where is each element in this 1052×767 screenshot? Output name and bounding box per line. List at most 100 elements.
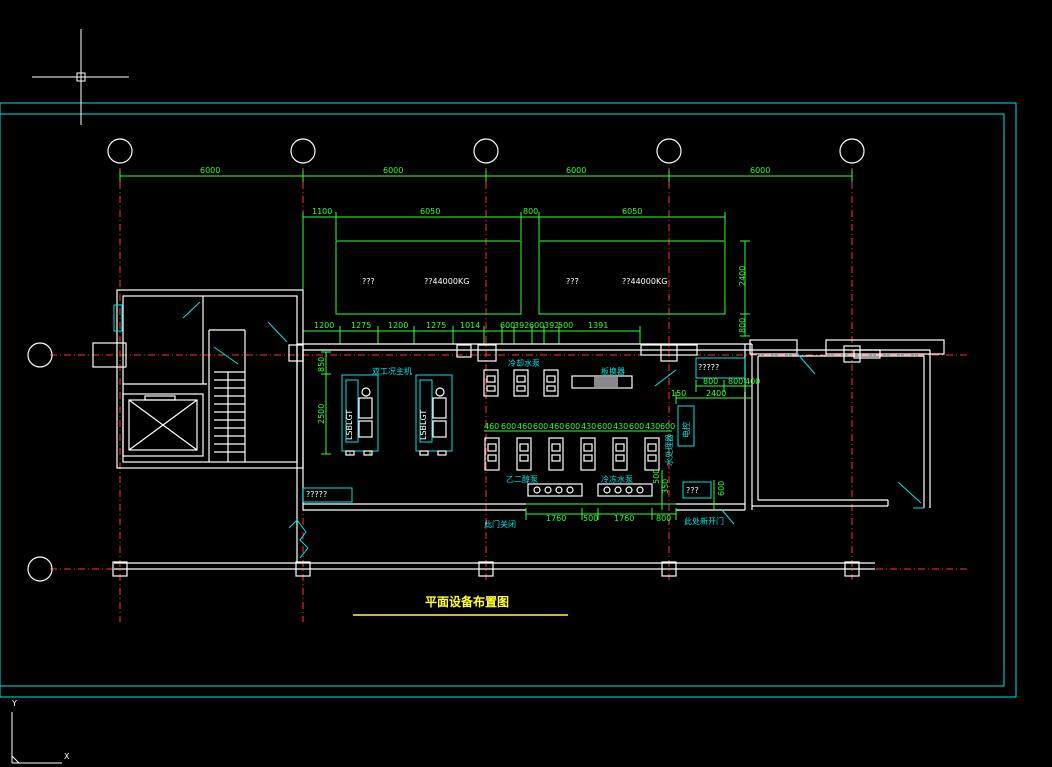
- equip-dim-3: 1200: [388, 321, 408, 330]
- stair-core: [92, 289, 304, 469]
- pump-dim-1: 460: [484, 422, 499, 431]
- grid-dim-2: 6000: [383, 166, 403, 175]
- chilled-pump-3[interactable]: [644, 437, 660, 471]
- heat-exchanger-label: 板换器: [601, 366, 625, 376]
- tank-left-label-b: ??44000KG: [424, 277, 469, 286]
- bottom-dim-2: 500: [583, 514, 598, 523]
- bottom-dim-1: 1760: [546, 514, 566, 523]
- right-vdim-3: 600: [717, 481, 726, 496]
- pump-dim-7: 430: [581, 422, 596, 431]
- equip-dim-6: 600: [500, 321, 515, 330]
- grid-dim-1: 6000: [200, 166, 220, 175]
- bottom-dim-3: 1760: [614, 514, 634, 523]
- chiller-2-tag: LSBLGT: [419, 410, 428, 440]
- pump-dim-10: 600: [629, 422, 644, 431]
- chilled-pump-2[interactable]: [612, 437, 628, 471]
- chiller-1[interactable]: [341, 374, 379, 456]
- equip-dim-11: 1391: [588, 321, 608, 330]
- glycol-manifold[interactable]: [527, 483, 583, 497]
- tank-right-label-b: ??44000KG: [622, 277, 667, 286]
- corner-box[interactable]: [682, 481, 712, 499]
- chilled-pump-label: 冷冻水泵: [601, 474, 633, 484]
- pump-dim-11: 430: [645, 422, 660, 431]
- tank-left-label-a: ???: [362, 277, 375, 286]
- chiller-1-tag: LSBLGT: [345, 410, 354, 440]
- pump-dim-2: 600: [501, 422, 516, 431]
- tank-dim-2: 6050: [420, 207, 440, 216]
- control-cabinet-label: 电控: [681, 422, 691, 438]
- chilled-manifold[interactable]: [597, 483, 653, 497]
- tank-dim-3: 800: [523, 207, 538, 216]
- left-vertical-dims: [321, 351, 331, 455]
- drawing-title: 平面设备布置图: [425, 594, 509, 609]
- new-door: [721, 509, 735, 525]
- tank-dim-1: 1100: [312, 207, 332, 216]
- right-dim-4: 2400: [706, 389, 726, 398]
- right-vertical-dims: [661, 470, 715, 510]
- outer-frame: [0, 102, 1017, 698]
- glycol-pump-2[interactable]: [516, 437, 532, 471]
- axis-lines: [50, 168, 968, 622]
- equipment-dimension-line: [303, 326, 641, 344]
- tank-dim-gap: 800: [738, 318, 747, 333]
- chiller-2[interactable]: [415, 374, 453, 456]
- control-cabinet[interactable]: [677, 405, 695, 447]
- tank-dim-4: 6050: [622, 207, 642, 216]
- right-dim-5: 150: [671, 389, 686, 398]
- tank-dim-height: 2400: [738, 266, 747, 286]
- right-dim-3: 400: [745, 377, 760, 386]
- pump-dim-9: 430: [613, 422, 628, 431]
- equip-dim-4: 1275: [426, 321, 446, 330]
- cooling-pump-1[interactable]: [483, 369, 499, 397]
- pump-dim-5: 460: [549, 422, 564, 431]
- cooling-pump-label: 冷却水泵: [508, 358, 540, 368]
- tank-right[interactable]: [538, 240, 726, 315]
- ucs-y-label: Y: [11, 699, 17, 708]
- left-vdim-2: 2500: [317, 404, 326, 424]
- cooling-pump-3[interactable]: [543, 369, 559, 397]
- right-doors: [654, 351, 924, 509]
- glycol-pump-3[interactable]: [548, 437, 564, 471]
- axis-bubbles: [27, 138, 865, 582]
- grid-dim-4: 6000: [750, 166, 770, 175]
- equip-dim-7: 392: [514, 321, 529, 330]
- heat-exchanger[interactable]: [571, 375, 633, 389]
- door-left-label: 此门关闭: [484, 519, 516, 529]
- cooling-pump-2[interactable]: [513, 369, 529, 397]
- top-right-cabinet[interactable]: [695, 357, 746, 379]
- equip-dim-1: 1200: [314, 321, 334, 330]
- ucs-icon: [11, 712, 62, 764]
- pump-dim-8: 600: [597, 422, 612, 431]
- water-treat-label: 水处理器: [664, 434, 674, 466]
- left-vdim-1: 850: [317, 357, 326, 372]
- right-rooms: [749, 339, 945, 508]
- left-box-label: ?????: [306, 490, 327, 499]
- right-dim-2: 800: [728, 377, 743, 386]
- cursor-crosshair: [32, 29, 129, 125]
- grid-dim-3: 6000: [566, 166, 586, 175]
- chilled-pump-1[interactable]: [580, 437, 596, 471]
- pump-dim-6: 600: [565, 422, 580, 431]
- ucs-x-label: X: [64, 752, 70, 761]
- stair-doors: [113, 301, 288, 365]
- glycol-pump-1[interactable]: [484, 437, 500, 471]
- equip-dim-2: 1275: [351, 321, 371, 330]
- glycol-pump-label: 乙二醇泵: [506, 474, 538, 484]
- right-dim-1: 800: [703, 377, 718, 386]
- top-right-cabinet-label: ?????: [698, 363, 719, 372]
- equip-dim-5: 1014: [460, 321, 480, 330]
- bottom-dimension-line: [525, 503, 677, 520]
- inner-frame: [0, 113, 1005, 687]
- tank-left[interactable]: [335, 240, 522, 315]
- right-vdim-2: 350: [661, 479, 670, 494]
- equip-dim-10: 500: [558, 321, 573, 330]
- equipment-room-walls: [288, 343, 753, 520]
- grid-dimension-line: [119, 170, 853, 182]
- left-box[interactable]: [302, 487, 353, 503]
- corridor-break-line: [288, 519, 309, 559]
- equip-dim-8: 600: [529, 321, 544, 330]
- tank-right-label-a: ???: [566, 277, 579, 286]
- bottom-dim-4: 800: [656, 514, 671, 523]
- equip-dim-9: 392: [544, 321, 559, 330]
